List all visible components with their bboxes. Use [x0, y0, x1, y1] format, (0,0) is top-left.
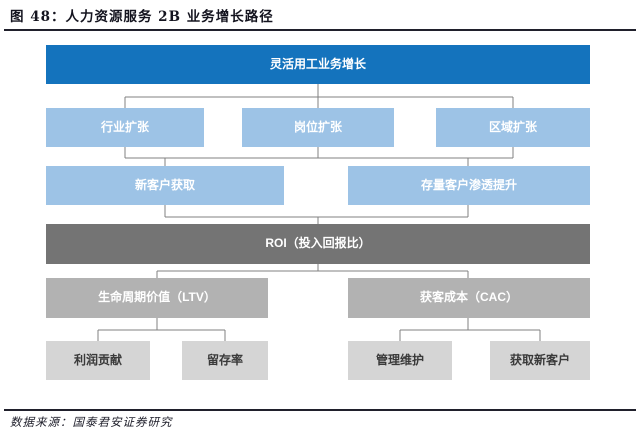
node-industry-expansion: 行业扩张 [46, 108, 204, 147]
node-flexible-staffing-growth: 灵活用工业务增长 [46, 45, 590, 84]
node-label: 管理维护 [375, 352, 424, 367]
figure-title: 图 48：人力资源服务 2B 业务增长路径 [10, 9, 274, 25]
node-label: 存量客户渗透提升 [420, 177, 517, 192]
node-new-customer-acquisition: 新客户获取 [46, 166, 284, 205]
node-region-expansion: 区域扩张 [436, 108, 590, 147]
node-label: ROI（投入回报比） [265, 236, 371, 251]
node-retention-rate: 留存率 [182, 341, 268, 380]
node-label: 区域扩张 [488, 119, 537, 134]
node-label: 利润贡献 [73, 352, 122, 367]
node-profit-contribution: 利润贡献 [46, 341, 150, 380]
node-label: 行业扩张 [100, 119, 149, 134]
node-existing-customer-penetration: 存量客户渗透提升 [348, 166, 590, 205]
node-label: 获取新客户 [509, 352, 570, 367]
footer-divider [4, 409, 636, 411]
node-label: 新客户获取 [134, 177, 195, 192]
node-acquire-new-customers: 获取新客户 [490, 341, 590, 380]
title-divider [4, 29, 636, 31]
node-lifetime-value-ltv: 生命周期价值（LTV） [46, 278, 268, 318]
node-label: 生命周期价值（LTV） [98, 290, 216, 305]
node-label: 获客成本（CAC） [420, 290, 518, 305]
data-source: 数据来源：国泰君安证券研究 [10, 415, 173, 429]
node-customer-acquisition-cost-cac: 获客成本（CAC） [348, 278, 590, 318]
node-roi: ROI（投入回报比） [46, 224, 590, 264]
node-position-expansion: 岗位扩张 [242, 108, 394, 147]
node-label: 留存率 [206, 352, 243, 367]
node-label: 岗位扩张 [293, 119, 342, 134]
node-management-maintenance: 管理维护 [348, 341, 452, 380]
node-label: 灵活用工业务增长 [269, 56, 366, 71]
